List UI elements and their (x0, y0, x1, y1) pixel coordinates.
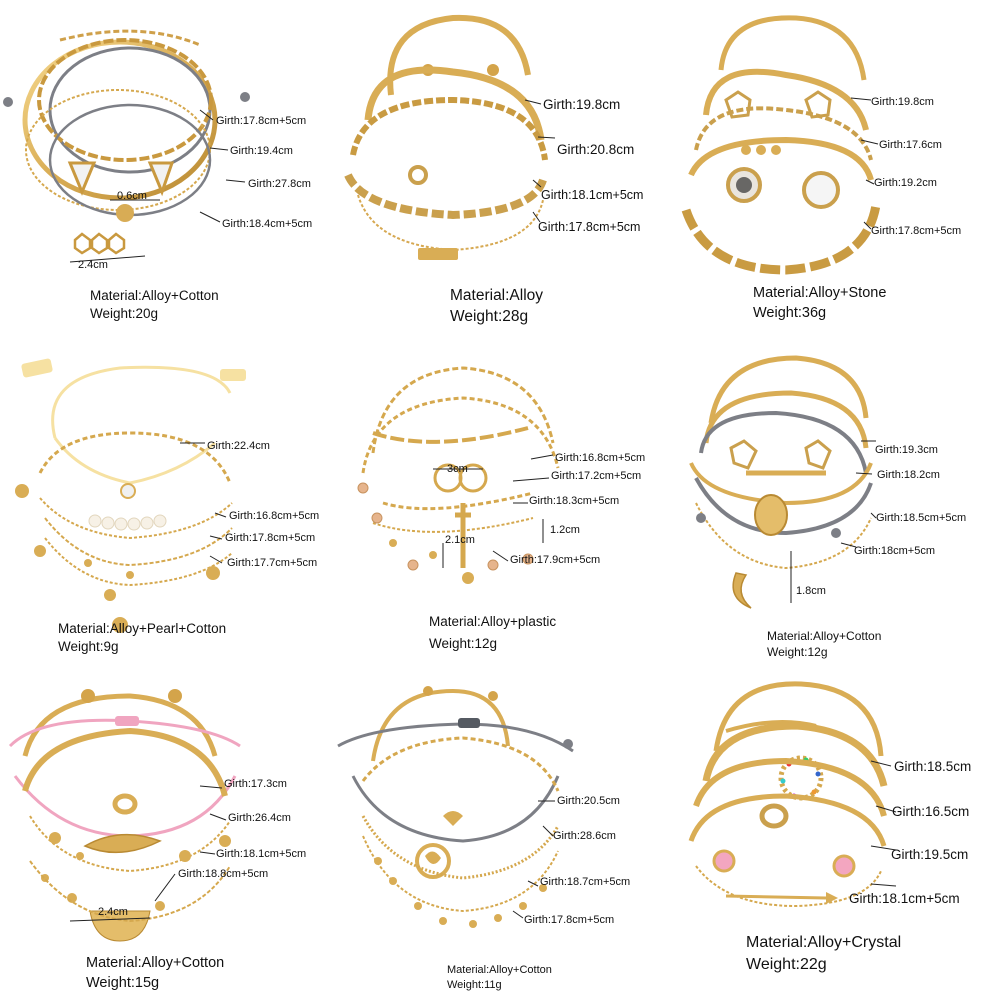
girth-label-2: Girth:19.4cm (230, 145, 293, 157)
material-text: Material:Alloy+Crystal (746, 934, 902, 951)
girth-label-1: Girth:17.8cm+5cm (216, 115, 307, 127)
girth-label-4: Girth:17.8cm+5cm (871, 225, 962, 237)
girth-label-4: Girth:18.1cm+5cm (849, 891, 960, 906)
bracelet-set-1-photo (3, 29, 250, 263)
girth-label-1: Girth:16.8cm+5cm (555, 452, 646, 464)
weight-text: Weight:12g (767, 645, 828, 660)
weight-text: Weight:15g (86, 974, 160, 991)
product-info: Material:Alloy+Cotton Weight:20g (90, 287, 219, 323)
product-set-1: Girth:17.8cm+5cm Girth:19.4cm Girth:27.8… (0, 0, 333, 333)
girth-label-2: Girth:20.8cm (557, 142, 635, 157)
bracelet-set-8-photo (337, 686, 574, 928)
girth-label-4: Girth:17.8cm+5cm (538, 220, 641, 234)
girth-label-3: Girth:19.2cm (874, 177, 937, 189)
girth-label-2: Girth:16.8cm+5cm (229, 510, 320, 522)
bracelet-set-2-photo (344, 14, 556, 260)
girth-label-3: Girth:17.8cm+5cm (225, 532, 316, 544)
measure-label-3: 2.1cm (445, 534, 475, 546)
girth-label-1: Girth:20.5cm (557, 795, 620, 807)
girth-label-3: Girth:18.1cm+5cm (541, 188, 644, 202)
bracelet-set-5-photo (357, 366, 560, 584)
girth-label-1: Girth:19.8cm (543, 97, 621, 112)
girth-label-2: Girth:26.4cm (228, 812, 291, 824)
product-info: Material:Alloy+Cotton Weight:12g (767, 628, 881, 660)
weight-text: Weight:22g (746, 955, 827, 973)
girth-label-4: Girth:17.9cm+5cm (510, 554, 601, 566)
weight-text: Weight:20g (90, 306, 159, 322)
bracelet-set-3-photo (681, 15, 881, 275)
girth-label-1: Girth:17.3cm (224, 778, 287, 790)
product-set-8: Girth:20.5cm Girth:28.6cm Girth:18.7cm+5… (333, 666, 666, 999)
weight-text: Weight:11g (447, 978, 502, 991)
girth-label-3: Girth:18.5cm+5cm (876, 512, 967, 524)
product-set-6: Girth:19.3cm Girth:18.2cm Girth:18.5cm+5… (666, 333, 999, 666)
girth-label-1: Girth:22.4cm (207, 440, 270, 452)
measure-label-1: 0.6cm (117, 190, 147, 202)
product-info: Material:Alloy+Pearl+Cotton Weight:9g (58, 620, 226, 656)
product-set-9: Girth:18.5cm Girth:16.5cm Girth:19.5cm G… (666, 666, 999, 999)
material-text: Material:Alloy+Pearl+Cotton (58, 621, 227, 636)
weight-text: Weight:36g (753, 304, 827, 321)
product-info: Material:Alloy+Crystal Weight:22g (746, 932, 901, 975)
product-set-5: Girth:16.8cm+5cm Girth:17.2cm+5cm Girth:… (333, 333, 666, 666)
weight-text: Weight:28g (450, 307, 529, 325)
bracelet-set-9-photo (688, 681, 897, 908)
product-info: Material:Alloy+Cotton Weight:15g (86, 954, 224, 993)
girth-label-1: Girth:19.8cm (871, 96, 934, 108)
girth-label-3: Girth:18.7cm+5cm (540, 876, 631, 888)
product-info: Material:Alloy Weight:28g (450, 286, 543, 328)
material-text: Material:Alloy+Cotton (90, 288, 219, 303)
measure-label-1: 2.4cm (98, 906, 128, 918)
measure-label-1: 3cm (447, 463, 468, 475)
measure-label-2: 2.4cm (78, 259, 108, 271)
weight-text: Weight:12g (429, 636, 498, 652)
product-set-7: Girth:17.3cm Girth:26.4cm Girth:18.1cm+5… (0, 666, 333, 999)
girth-label-3: Girth:18.3cm+5cm (529, 495, 620, 507)
girth-label-4: Girth:17.8cm+5cm (524, 914, 615, 926)
girth-label-2: Girth:17.2cm+5cm (551, 470, 642, 482)
bracelet-set-7-photo (8, 689, 241, 942)
girth-label-2: Girth:17.6cm (879, 139, 942, 151)
material-text: Material:Alloy (450, 287, 544, 304)
girth-label-4: Girth:17.7cm+5cm (227, 557, 318, 569)
girth-label-2: Girth:16.5cm (892, 804, 970, 819)
girth-label-3: Girth:19.5cm (891, 847, 969, 862)
material-text: Material:Alloy+Stone (753, 285, 887, 301)
girth-label-3: Girth:18.1cm+5cm (216, 848, 307, 860)
girth-label-1: Girth:18.5cm (894, 759, 972, 774)
measure-label-1: 1.8cm (796, 585, 826, 597)
weight-text: Weight:9g (58, 639, 119, 655)
material-text: Material:Alloy+Cotton (447, 964, 552, 976)
material-text: Material:Alloy+plastic (429, 614, 557, 629)
product-info: Material:Alloy+plastic Weight:12g (429, 613, 556, 653)
product-set-4: Girth:22.4cm Girth:16.8cm+5cm Girth:17.8… (0, 333, 333, 666)
girth-label-4: Girth:18.8cm+5cm (178, 868, 269, 880)
girth-label-2: Girth:18.2cm (877, 469, 940, 481)
material-text: Material:Alloy+Cotton (767, 629, 882, 643)
product-set-3: Girth:19.8cm Girth:17.6cm Girth:19.2cm G… (666, 0, 999, 333)
bracelet-set-4-photo (15, 358, 246, 633)
product-info: Material:Alloy+Cotton Weight:11g (447, 963, 552, 993)
girth-label-3: Girth:27.8cm (248, 178, 311, 190)
girth-label-4: Girth:18.4cm+5cm (222, 218, 313, 230)
girth-label-2: Girth:28.6cm (553, 830, 616, 842)
measure-label-2: 1.2cm (550, 524, 580, 536)
girth-label-4: Girth:18cm+5cm (854, 545, 935, 557)
material-text: Material:Alloy+Cotton (86, 955, 225, 971)
product-info: Material:Alloy+Stone Weight:36g (753, 284, 886, 323)
girth-label-1: Girth:19.3cm (875, 444, 938, 456)
product-set-2: Girth:19.8cm Girth:20.8cm Girth:18.1cm+5… (333, 0, 666, 333)
bracelet-set-6-photo (689, 355, 877, 609)
